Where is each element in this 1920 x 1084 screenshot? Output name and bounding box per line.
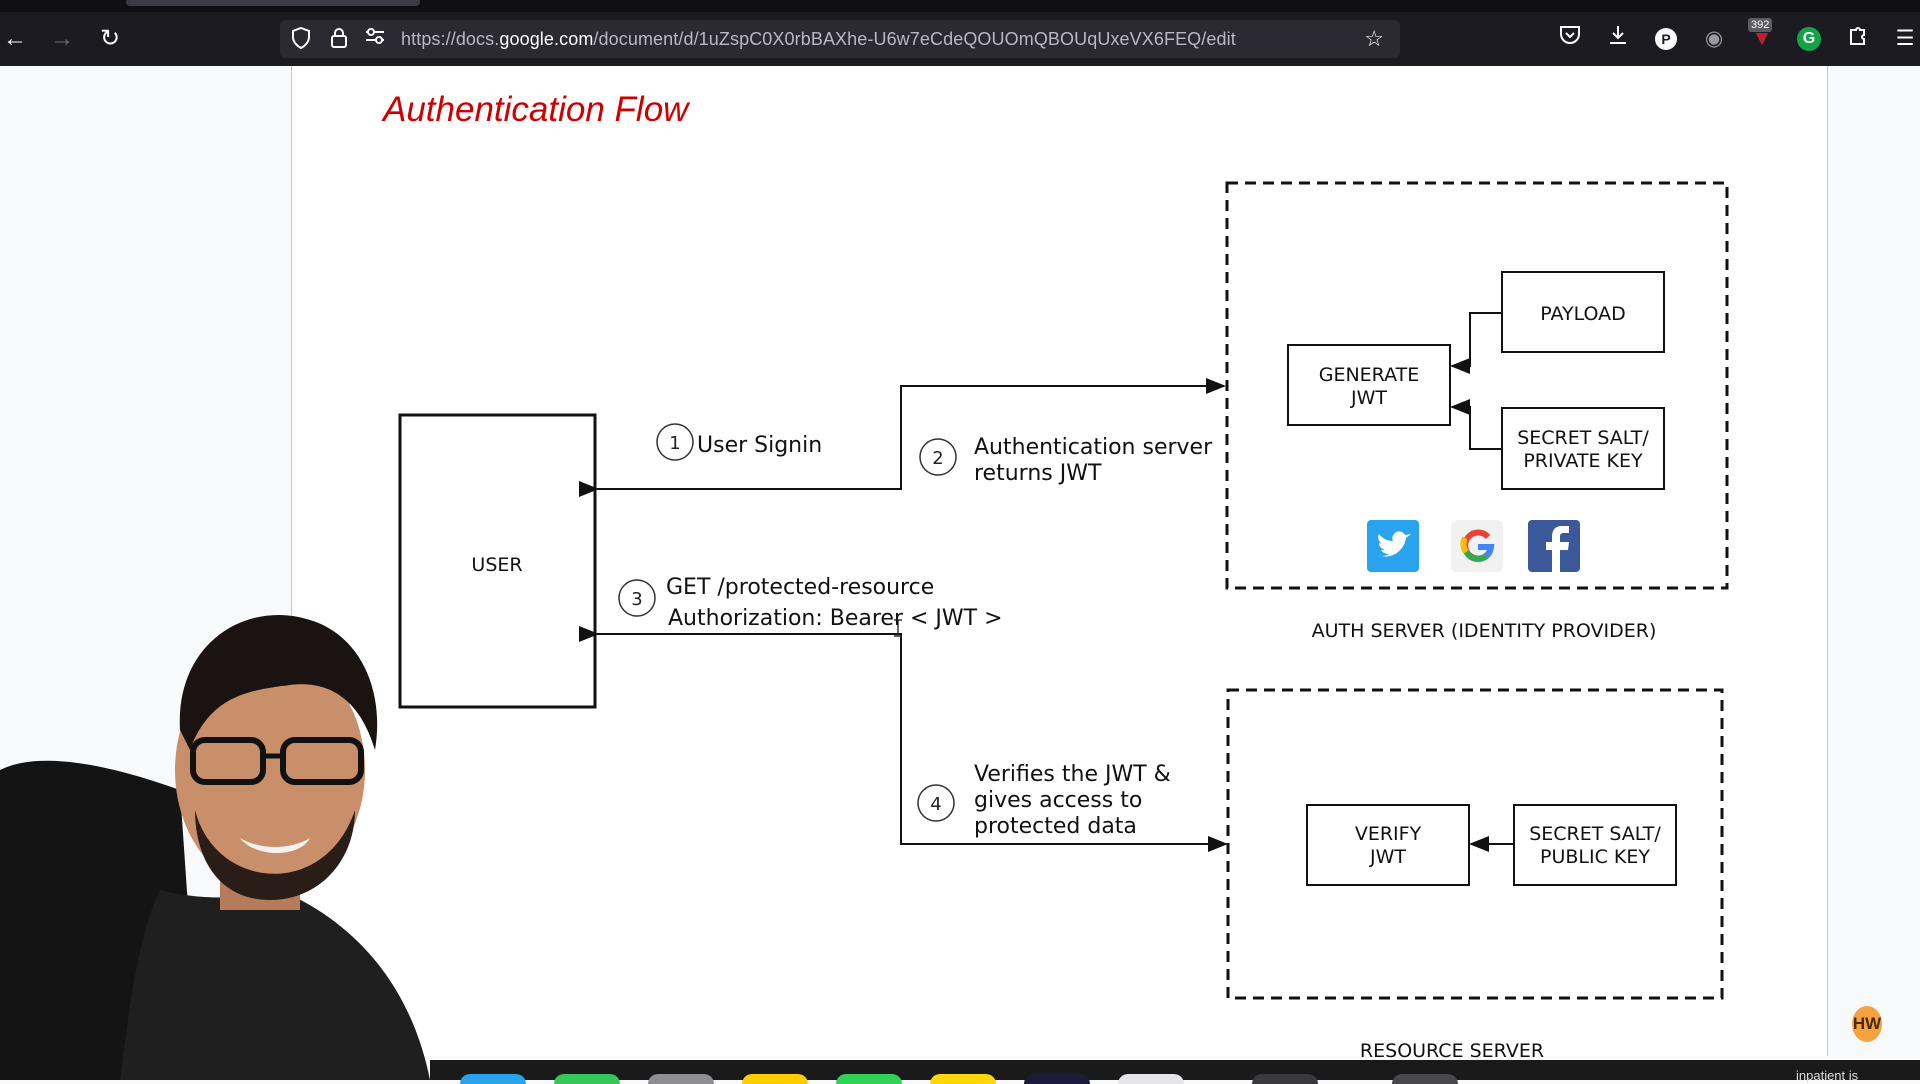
- dock-app-messages[interactable]: [554, 1074, 620, 1084]
- hamburger-menu-icon[interactable]: ☰: [1895, 27, 1915, 50]
- extension-badge: 392: [1748, 18, 1773, 32]
- dock-caption-text: inpatient is: [1796, 1068, 1859, 1083]
- google-icon: [1451, 520, 1503, 572]
- verify-jwt-box: VERIFY JWT: [1306, 804, 1470, 886]
- step-2-number: 2: [932, 448, 943, 469]
- watermark-logo: HW: [1852, 1006, 1882, 1042]
- forward-arrow-icon[interactable]: →: [50, 25, 74, 52]
- dock-app-settings[interactable]: [648, 1074, 714, 1084]
- secret-public-box: SECRET SALT/ PUBLIC KEY: [1513, 804, 1677, 886]
- step-4-line3: protected data: [974, 814, 1137, 839]
- generate-jwt-box: GENERATE JWT: [1287, 344, 1451, 426]
- step-2-line2: returns JWT: [974, 461, 1102, 486]
- url-text[interactable]: https://docs.google.com/document/d/1uZsp…: [401, 29, 1236, 49]
- generate-jwt-line1: GENERATE: [1319, 364, 1420, 386]
- url-bar[interactable]: https://docs.google.com/document/d/1uZsp…: [280, 20, 1400, 58]
- step-4-number: 4: [930, 794, 941, 815]
- ublock-icon[interactable]: ▼: [1751, 27, 1773, 50]
- step-1-number: 1: [669, 433, 680, 454]
- tab-strip: [0, 0, 1920, 12]
- dock-app-notes[interactable]: [742, 1074, 808, 1084]
- secret-public-line1: SECRET SALT/: [1529, 823, 1661, 845]
- resource-server-caption: RESOURCE SERVER: [1360, 1040, 1544, 1062]
- verify-jwt-line1: VERIFY: [1355, 823, 1422, 845]
- profile-extension-icon[interactable]: P: [1655, 28, 1677, 50]
- auth-server-region: [1225, 181, 1729, 590]
- flow-1-2-connector: [579, 378, 1226, 497]
- resource-server-region: [1226, 688, 1724, 1000]
- grammarly-icon[interactable]: G: [1797, 27, 1821, 51]
- dock-app-preview[interactable]: [1118, 1074, 1184, 1084]
- generate-jwt-line2: JWT: [1350, 387, 1387, 409]
- dock-app-terminal[interactable]: [1024, 1074, 1090, 1084]
- puzzle-icon[interactable]: [1843, 24, 1873, 54]
- step-3-line2: Authorization: Bearer < JWT >: [668, 606, 1003, 631]
- secret-private-box: SECRET SALT/ PRIVATE KEY: [1501, 407, 1665, 490]
- secret-private-line1: SECRET SALT/: [1517, 427, 1649, 449]
- step-4-badge: [917, 784, 955, 822]
- payload-connector: [1450, 312, 1502, 374]
- globe-icon[interactable]: ◉: [1704, 27, 1724, 50]
- shield-icon[interactable]: [288, 26, 314, 51]
- download-icon[interactable]: [1603, 24, 1633, 54]
- dock-app-stickies[interactable]: [930, 1074, 996, 1084]
- auth-server-caption: AUTH SERVER (IDENTITY PROVIDER): [1312, 620, 1657, 642]
- user-box-label: USER: [471, 554, 522, 576]
- text-cursor-icon: [894, 619, 902, 637]
- site-permissions-icon[interactable]: [362, 27, 388, 51]
- page-title: Authentication Flow: [383, 90, 689, 129]
- step-4-line2: gives access to: [974, 788, 1142, 813]
- step-4-line1: Verifies the JWT &: [974, 762, 1171, 787]
- payload-label: PAYLOAD: [1540, 303, 1626, 325]
- back-arrow-icon[interactable]: ←: [3, 25, 27, 52]
- step-2-badge: [919, 438, 957, 476]
- step-3-badge: [618, 579, 656, 617]
- active-tab[interactable]: [126, 0, 420, 6]
- bookmark-star-icon[interactable]: ☆: [1364, 26, 1384, 51]
- step-3-line1: GET /protected-resource: [666, 575, 934, 600]
- presenter-webcam: [0, 614, 430, 1080]
- facebook-icon: [1528, 520, 1580, 572]
- payload-box: PAYLOAD: [1501, 271, 1665, 353]
- secret-public-line2: PUBLIC KEY: [1540, 846, 1650, 868]
- reload-icon[interactable]: ↻: [99, 25, 121, 52]
- step-1-badge: [656, 423, 694, 461]
- step-1-label: User Signin: [697, 433, 822, 458]
- dock-app-facetime[interactable]: [836, 1074, 902, 1084]
- pocket-icon[interactable]: [1555, 24, 1585, 54]
- user-box: USER: [398, 413, 597, 709]
- verify-jwt-line2: JWT: [1369, 846, 1406, 868]
- dock-app-finder[interactable]: [460, 1074, 526, 1084]
- flow-3-4-connector: [579, 626, 1228, 852]
- browser-toolbar: ← → ↻ https://docs.google.com/document/d…: [0, 0, 1920, 66]
- twitter-icon: [1367, 520, 1419, 572]
- step-2-line1: Authentication server: [974, 435, 1213, 460]
- lock-icon[interactable]: [326, 27, 352, 51]
- private-key-connector: [1450, 399, 1502, 450]
- dock-app-trash[interactable]: [1392, 1074, 1458, 1084]
- dock-app-downloads[interactable]: [1252, 1074, 1318, 1084]
- secret-private-line2: PRIVATE KEY: [1523, 450, 1643, 472]
- step-3-number: 3: [631, 589, 642, 610]
